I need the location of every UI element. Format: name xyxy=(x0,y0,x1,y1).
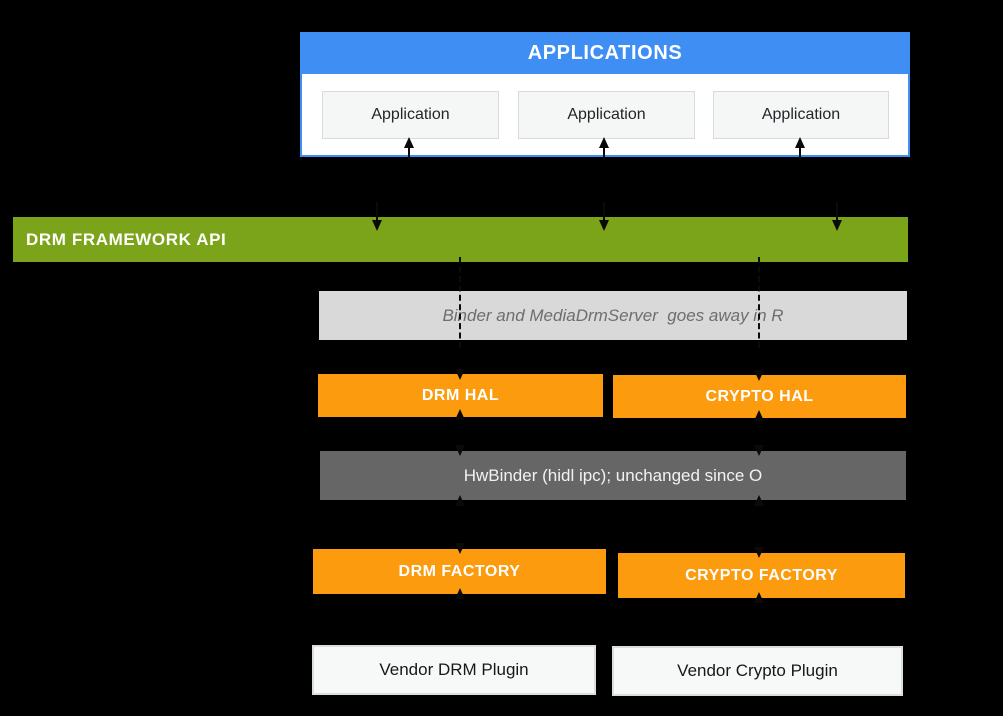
drm-framework-api-bar: DRM FRAMEWORK API xyxy=(13,217,908,262)
arrow-up-icon xyxy=(754,592,764,603)
arrow-down-icon xyxy=(372,220,382,231)
arrow-up-icon xyxy=(754,495,764,506)
hwbinder-bar: HwBinder (hidl ipc); unchanged since O xyxy=(320,451,906,500)
arrow-down-icon xyxy=(832,220,842,231)
drm-factory-box: DRM FACTORY xyxy=(313,549,606,594)
applications-header: APPLICATIONS xyxy=(300,32,910,74)
dashed-line xyxy=(758,257,760,348)
arrow-up-icon xyxy=(795,137,805,148)
arrow-up-icon xyxy=(599,137,609,148)
arrow-shaft xyxy=(603,202,605,222)
arrow-up-icon xyxy=(455,588,465,599)
arrow-down-icon xyxy=(455,543,465,554)
dashed-line xyxy=(459,257,461,348)
vendor-drm-plugin-box: Vendor DRM Plugin xyxy=(312,645,596,695)
arrow-up-icon xyxy=(455,495,465,506)
application-box-1: Application xyxy=(322,91,499,139)
binder-note-bar: Binder and MediaDrmServer goes away in R xyxy=(319,291,907,340)
crypto-factory-box: CRYPTO FACTORY xyxy=(618,553,905,598)
vendor-crypto-plugin-box: Vendor Crypto Plugin xyxy=(612,646,903,696)
arrow-shaft xyxy=(376,202,378,222)
arrow-shaft xyxy=(799,146,801,160)
drm-hal-box: DRM HAL xyxy=(318,374,603,417)
arrow-up-icon xyxy=(455,409,465,420)
arrow-shaft xyxy=(603,146,605,160)
application-box-3: Application xyxy=(713,91,889,139)
arrow-up-icon xyxy=(754,410,764,421)
arrow-down-icon xyxy=(754,370,764,381)
arrow-shaft xyxy=(408,146,410,160)
arrow-down-icon xyxy=(754,445,764,456)
application-box-2: Application xyxy=(518,91,695,139)
arrow-up-icon xyxy=(404,137,414,148)
arrow-down-icon xyxy=(455,369,465,380)
arrow-down-icon xyxy=(599,220,609,231)
arrow-shaft xyxy=(836,202,838,222)
arrow-down-icon xyxy=(754,547,764,558)
arrow-down-icon xyxy=(455,445,465,456)
